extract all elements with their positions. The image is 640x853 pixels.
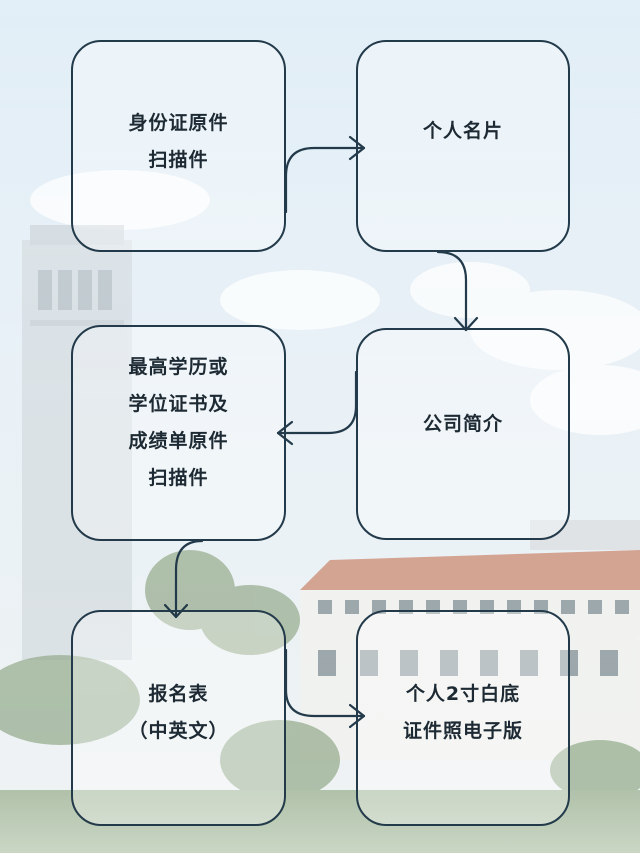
step-id-card-scan: 身份证原件 扫描件 <box>71 40 286 252</box>
step-label: 个人名片 <box>422 119 503 142</box>
clock-tower <box>22 225 132 660</box>
step-company-profile: 公司简介 <box>356 328 570 540</box>
trees <box>0 550 640 800</box>
step-label: 最高学历或 学位证书及 成绩单原件 扫描件 <box>128 356 229 489</box>
step-id-photo: 个人2寸白底 证件照电子版 <box>356 610 570 826</box>
step-label: 个人2寸白底 证件照电子版 <box>402 683 523 742</box>
lawn <box>0 790 640 853</box>
clouds <box>30 170 640 435</box>
step-label: 公司简介 <box>422 412 503 435</box>
step-label: 报名表 （中英文） <box>128 683 229 742</box>
step-label: 身份证原件 扫描件 <box>128 112 229 171</box>
step-business-card: 个人名片 <box>356 40 570 252</box>
step-application-form: 报名表 （中英文） <box>71 610 286 826</box>
step-degree-transcript-scan: 最高学历或 学位证书及 成绩单原件 扫描件 <box>71 325 286 541</box>
